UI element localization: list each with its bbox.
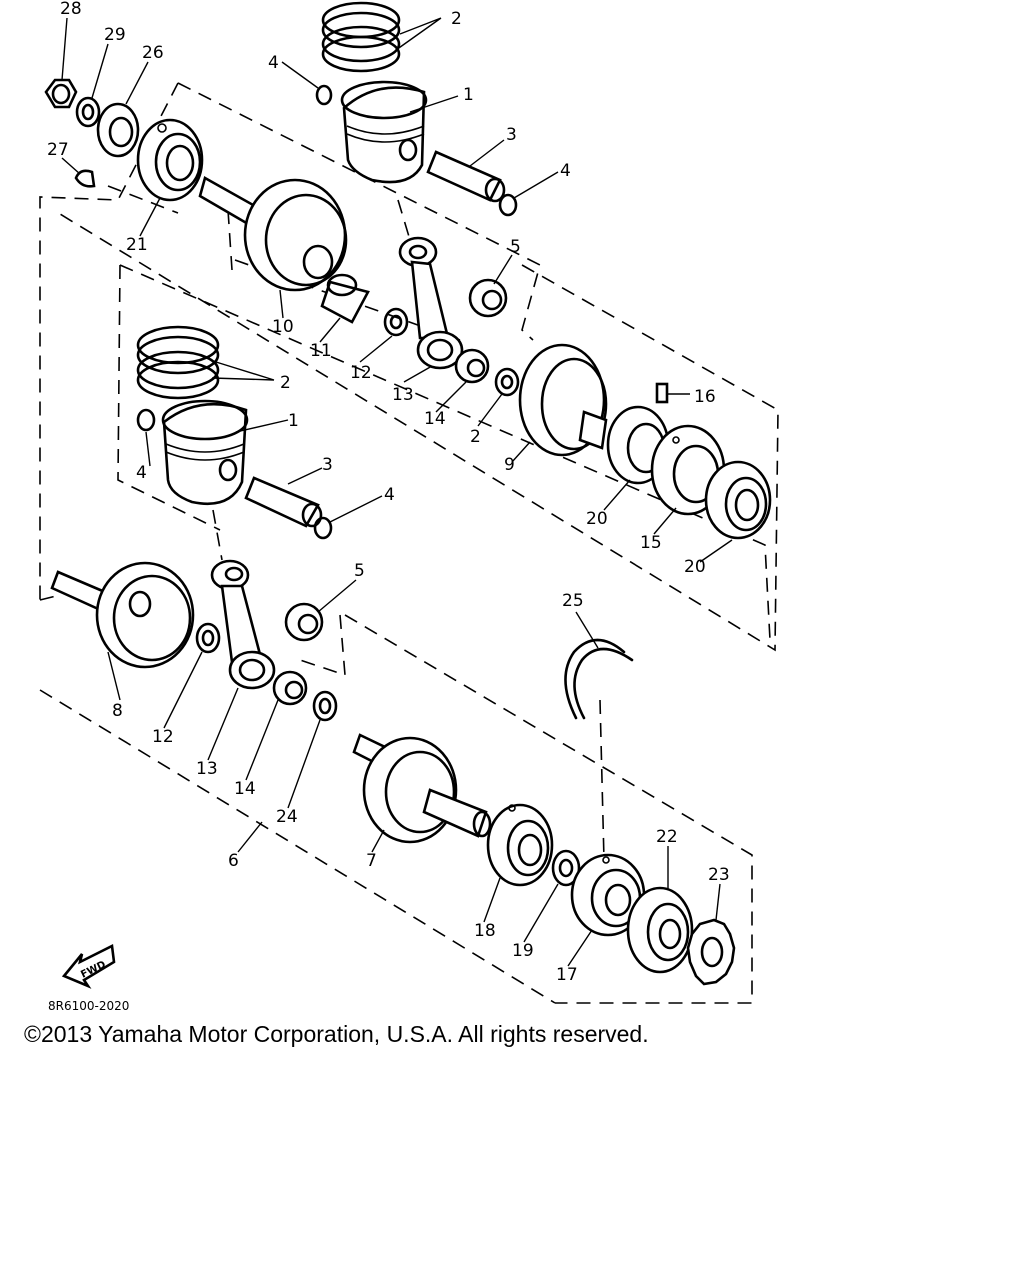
part-needle-bearing-lower-5: [284, 602, 324, 642]
callout-19: 19: [512, 941, 534, 961]
part-circlip-lower-4c: [136, 408, 156, 432]
part-piston-rings-lower-2: [136, 325, 220, 400]
callout-2-top: 2: [451, 9, 462, 29]
part-crank-center-9: [518, 343, 608, 457]
callout-2-mid: 2: [470, 427, 481, 447]
callout-12-top: 12: [350, 363, 372, 383]
copyright-notice: ©2013 Yamaha Motor Corporation, U.S.A. A…: [24, 1021, 649, 1047]
part-nut-28: [44, 78, 78, 109]
part-bearing-21: [136, 118, 204, 202]
part-piston-rings-upper-2: [321, 1, 401, 73]
part-crankpin-11: [320, 273, 370, 324]
callout-4-top-left: 4: [268, 53, 279, 73]
callout-21: 21: [126, 235, 148, 255]
part-crank-half-7: [352, 733, 492, 844]
callout-2-lower: 2: [280, 373, 291, 393]
part-washer-2b: [494, 367, 520, 397]
callout-15: 15: [640, 533, 662, 553]
callout-27: 27: [47, 140, 69, 160]
callout-5-top: 5: [510, 237, 521, 257]
callout-3-lower: 3: [322, 455, 333, 475]
assembly-group-outlines: [39, 82, 779, 1004]
part-needle-bearing-upper-5: [468, 278, 508, 318]
callout-4-lower-left: 4: [136, 463, 147, 483]
part-bearing-20b: [704, 460, 772, 540]
callout-14-lower: 14: [234, 779, 256, 799]
part-bearing-18: [486, 803, 554, 887]
part-needle-bearing-upper-14: [454, 348, 490, 384]
callout-6: 6: [228, 851, 239, 871]
callout-22: 22: [656, 827, 678, 847]
crankshaft-assembly-drawing: FWD: [39, 0, 779, 1013]
callout-23: 23: [708, 865, 730, 885]
part-sprocket-23: [686, 918, 736, 986]
part-crank-half-8: [50, 561, 195, 669]
callout-29: 29: [104, 25, 126, 45]
callout-20-right: 20: [684, 557, 706, 577]
part-washer-29: [75, 96, 101, 128]
part-washer-24: [312, 690, 338, 722]
callout-7: 7: [366, 851, 377, 871]
callout-25: 25: [562, 591, 584, 611]
part-circlip-25: [564, 638, 634, 720]
part-piston-upper-1: [340, 80, 428, 184]
callout-8: 8: [112, 701, 123, 721]
part-conrod-lower-13: [210, 559, 276, 690]
callout-16: 16: [694, 387, 716, 407]
part-circlip-upper-4a: [315, 84, 333, 106]
callout-1-lower: 1: [288, 411, 299, 431]
part-piston-pin-upper-3: [426, 150, 506, 203]
part-seal-26: [96, 102, 140, 158]
fwd-arrow-icon: FWD: [61, 944, 116, 989]
diagram-part-code: 8R6100-2020: [48, 999, 129, 1013]
callout-numbers: 28 29 26 27 2 4 1 3 4 21 10 5 11 12 13 1…: [47, 0, 730, 985]
callout-26: 26: [142, 43, 164, 63]
callout-24: 24: [276, 807, 298, 827]
callout-5-lower: 5: [354, 561, 365, 581]
part-conrod-upper-13: [398, 236, 464, 370]
callout-20-left: 20: [586, 509, 608, 529]
part-circlip-upper-4b: [498, 193, 518, 217]
callout-14-top: 14: [424, 409, 446, 429]
callout-13-lower: 13: [196, 759, 218, 779]
part-needle-bearing-lower-14: [272, 670, 308, 706]
callout-9: 9: [504, 455, 515, 475]
callout-leader-lines: [61, 17, 733, 967]
callout-4-lower-right: 4: [384, 485, 395, 505]
callout-10: 10: [272, 317, 294, 337]
part-washer-12a: [383, 307, 409, 337]
callout-12-lower: 12: [152, 727, 174, 747]
callout-18: 18: [474, 921, 496, 941]
callout-4-top-right: 4: [560, 161, 571, 181]
part-crank-half-10: [198, 176, 348, 292]
part-piston-pin-lower-3: [244, 476, 323, 528]
part-piston-lower-1: [161, 399, 249, 506]
callout-28: 28: [60, 0, 82, 19]
callout-11: 11: [310, 341, 332, 361]
callout-3-top: 3: [506, 125, 517, 145]
part-dowel-16: [655, 382, 669, 404]
callout-13-top: 13: [392, 385, 414, 405]
callout-1-top: 1: [463, 85, 474, 105]
part-washer-19: [551, 849, 581, 887]
callout-17: 17: [556, 965, 578, 985]
part-seal-22: [626, 886, 694, 974]
part-circlip-lower-4d: [313, 516, 333, 540]
part-washer-12b: [195, 622, 221, 654]
